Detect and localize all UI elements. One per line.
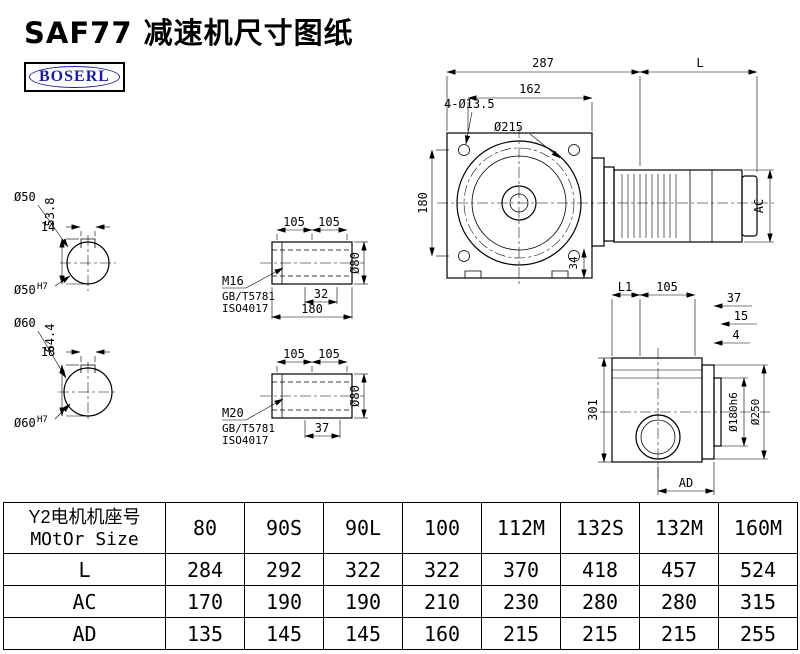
table-cell: 322 xyxy=(402,553,482,586)
table-cell: 418 xyxy=(560,553,640,586)
shaft2-keyw-label: 18 xyxy=(41,345,55,359)
dim-bolt-holes-label: 4-Ø13.5 xyxy=(444,97,495,111)
shaft1-keyh-label: 53.8 xyxy=(43,198,57,227)
table-cell: 370 xyxy=(481,553,561,586)
shaft1-keyw-label: 14 xyxy=(41,220,55,234)
shaftview2-105b: 105 xyxy=(318,347,340,361)
dim-287-label: 287 xyxy=(532,56,554,70)
table-col-header-90s: 90S xyxy=(244,502,324,554)
table-cell: 215 xyxy=(639,617,719,650)
dim-AC-label: AC xyxy=(752,199,766,213)
table-cell: 457 xyxy=(639,553,719,586)
dim-flange-dia-label: Ø215 xyxy=(494,120,523,134)
table-cell: 160 xyxy=(402,617,482,650)
dim-180-label: 180 xyxy=(416,192,430,214)
table-cell: 190 xyxy=(323,585,403,618)
table-row-L: L 284 292 322 322 370 418 457 524 xyxy=(3,553,798,586)
page-title: SAF77 减速机尺寸图纸 xyxy=(24,16,354,50)
shaftview2-dia: Ø80 xyxy=(348,385,362,407)
table-col-header-90l: 90L xyxy=(323,502,403,554)
front-view: 287 L 162 4-Ø13.5 Ø215 180 34 AC xyxy=(416,56,777,285)
table-cell: 280 xyxy=(639,585,719,618)
table-col-header-100: 100 xyxy=(402,502,482,554)
table-cell: 284 xyxy=(165,553,245,586)
table-header-row: Y2电机机座号 MOtOr Size 80 90S 90L 100 112M 1… xyxy=(3,502,798,554)
side-view: L1 105 37 15 4 301 Ø180h6 Ø250 AD xyxy=(586,280,770,495)
shaft-view-top: 105 105 Ø80 M16 GB/T5781 ISO4017 32 180 xyxy=(222,215,368,320)
brand-ellipse: BOSERL xyxy=(29,66,120,88)
table-cell: 135 xyxy=(165,617,245,650)
table-cell: 190 xyxy=(244,585,324,618)
table-cell: 170 xyxy=(165,585,245,618)
shaftview1-105b: 105 xyxy=(318,215,340,229)
shaft1-bore-tol: H7 xyxy=(37,282,48,292)
table-col-header-132s: 132S xyxy=(560,502,640,554)
table-cell: 210 xyxy=(402,585,482,618)
sideview-AD: AD xyxy=(679,476,693,490)
shaft-section-bottom: Ø60 18 64.4 Ø60 H7 xyxy=(14,316,118,430)
table-header-motor-size: Y2电机机座号 MOtOr Size xyxy=(3,502,166,554)
shaft2-keyh-label: 64.4 xyxy=(43,324,57,353)
table-cell: 524 xyxy=(718,553,798,586)
table-cell: 255 xyxy=(718,617,798,650)
table-header-en: MOtOr Size xyxy=(30,529,139,550)
table-cell: 280 xyxy=(560,585,640,618)
shaft1-bore-label: Ø50 xyxy=(14,283,36,297)
sideview-4: 4 xyxy=(732,328,739,342)
table-col-header-132m: 132M xyxy=(639,502,719,554)
table-cell: 145 xyxy=(244,617,324,650)
technical-drawing: 287 L 162 4-Ø13.5 Ø215 180 34 AC Ø50 14 xyxy=(14,56,777,495)
sideview-105: 105 xyxy=(656,280,678,294)
shaftview2-std1: GB/T5781 xyxy=(222,422,275,435)
table-col-header-112m: 112M xyxy=(481,502,561,554)
table-col-header-160m: 160M xyxy=(718,502,798,554)
table-cell: 215 xyxy=(481,617,561,650)
shaft2-bore-tol: H7 xyxy=(37,415,48,425)
sideview-37: 37 xyxy=(727,291,741,305)
row-label-AD: AD xyxy=(3,617,166,650)
row-label-AC: AC xyxy=(3,585,166,618)
shaftview1-180: 180 xyxy=(301,302,323,316)
dimension-table: Y2电机机座号 MOtOr Size 80 90S 90L 100 112M 1… xyxy=(3,502,798,650)
motor-fins xyxy=(621,174,677,238)
table-row-AD: AD 135 145 145 160 215 215 215 255 xyxy=(3,617,798,650)
sideview-spigot-dia: Ø180h6 xyxy=(727,392,740,432)
shaftview1-thread: M16 xyxy=(222,274,244,288)
sideview-L1: L1 xyxy=(618,280,632,294)
shaft1-dia-label: Ø50 xyxy=(14,190,36,204)
table-cell: 322 xyxy=(323,553,403,586)
shaftview1-std2: ISO4017 xyxy=(222,302,268,315)
row-label-L: L xyxy=(3,553,166,586)
shaftview1-32: 32 xyxy=(314,287,328,301)
shaftview2-37: 37 xyxy=(315,421,329,435)
shaftview2-thread: M20 xyxy=(222,406,244,420)
table-cell: 315 xyxy=(718,585,798,618)
table-header-cn: Y2电机机座号 xyxy=(28,507,141,527)
table-cell: 145 xyxy=(323,617,403,650)
dim-34-label: 34 xyxy=(567,256,580,270)
shaftview1-std1: GB/T5781 xyxy=(222,290,275,303)
table-cell: 215 xyxy=(560,617,640,650)
shaft2-dia-label: Ø60 xyxy=(14,316,36,330)
sideview-15: 15 xyxy=(734,309,748,323)
brand-text: BOSERL xyxy=(39,68,110,85)
shaftview2-105a: 105 xyxy=(283,347,305,361)
shaft-view-bottom: 105 105 Ø80 M20 GB/T5781 ISO4017 37 xyxy=(222,347,368,447)
shaft-section-top: Ø50 14 53.8 Ø50 H7 xyxy=(14,190,116,297)
shaftview1-dia: Ø80 xyxy=(348,252,362,274)
dim-L-label: L xyxy=(696,56,703,70)
sideview-flange-dia: Ø250 xyxy=(749,399,762,426)
table-cell: 292 xyxy=(244,553,324,586)
table-cell: 230 xyxy=(481,585,561,618)
brand-logo: BOSERL xyxy=(24,62,125,92)
sideview-301: 301 xyxy=(586,399,600,421)
shaftview2-std2: ISO4017 xyxy=(222,434,268,447)
shaftview1-105a: 105 xyxy=(283,215,305,229)
shaft2-bore-label: Ø60 xyxy=(14,416,36,430)
dim-162-label: 162 xyxy=(519,82,541,96)
table-row-AC: AC 170 190 190 210 230 280 280 315 xyxy=(3,585,798,618)
table-col-header-80: 80 xyxy=(165,502,245,554)
